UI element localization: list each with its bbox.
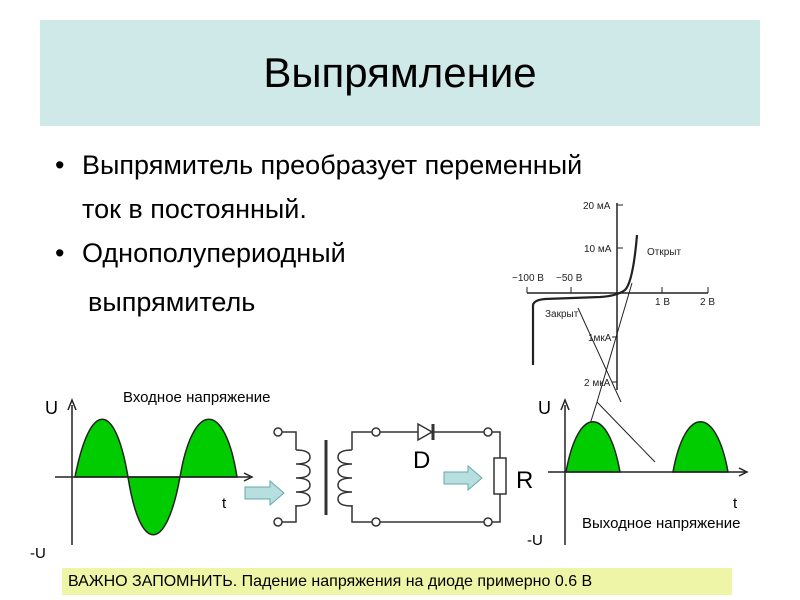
iv-label-2mka: 2 мкА <box>584 378 611 389</box>
bullet-item: Выпрямитель преобразует переменный ток в … <box>55 143 582 231</box>
bullet-text: ток в постоянный. <box>82 194 307 224</box>
iv-label-20ma: 20 мА <box>583 201 611 212</box>
input-neg-u-label: -U <box>30 545 46 562</box>
input-waveform: U t -U Входное напряжение <box>30 389 271 562</box>
input-t-label: t <box>222 495 227 512</box>
arrow-right-icon <box>243 472 254 482</box>
iv-label-1v: 1 В <box>655 297 670 308</box>
iv-label-neg100v: −100 В <box>512 273 544 284</box>
arrow-up-icon <box>560 397 570 411</box>
iv-curve <box>531 234 639 365</box>
output-waveform: U t -U Выходное напряжение <box>527 397 749 549</box>
resistor-label: R <box>516 467 533 494</box>
block-arrow-icon <box>443 464 483 492</box>
output-neg-u-label: -U <box>527 532 543 549</box>
output-hump <box>672 421 729 473</box>
iv-open-label: Открыт <box>647 247 681 258</box>
bullet-text: Однополупериодный <box>82 238 346 268</box>
arrow-up-icon <box>67 397 77 411</box>
important-note: ВАЖНО ЗАПОМНИТЬ. Падение напряжения на д… <box>62 568 732 595</box>
bullet-continuation: выпрямитель <box>88 287 256 317</box>
input-u-label: U <box>45 398 58 418</box>
bullet-text: Выпрямитель преобразует переменный <box>82 150 583 180</box>
iv-label-1mka: 1мкА <box>588 333 612 344</box>
iv-closed-label: Закрыт <box>545 309 579 320</box>
title-band: Выпрямление <box>40 20 760 126</box>
input-caption: Входное напряжение <box>123 389 271 406</box>
diode-iv-chart: 20 мА 10 мА 1мкА 2 мкА −100 В −50 В 1 В … <box>512 201 715 463</box>
rectifier-circuit: D R <box>273 422 533 527</box>
output-u-label: U <box>538 398 551 418</box>
secondary-coil <box>337 449 353 507</box>
slide-title: Выпрямление <box>263 49 537 96</box>
output-hump <box>565 421 621 473</box>
output-caption: Выходное напряжение <box>582 515 740 532</box>
output-t-label: t <box>733 495 738 512</box>
block-arrow-icon <box>244 479 285 507</box>
iv-label-10ma: 10 мА <box>584 244 612 255</box>
bullet-list: Выпрямитель преобразует переменный ток в … <box>55 143 582 275</box>
diode-label: D <box>413 447 430 474</box>
arrow-right-icon <box>738 467 749 477</box>
bullet-item: Однополупериодный <box>55 231 582 275</box>
primary-coil <box>295 449 311 507</box>
resistor-symbol <box>493 457 507 495</box>
iv-label-2v: 2 В <box>700 297 715 308</box>
iv-label-neg50v: −50 В <box>556 273 583 284</box>
diode-symbol <box>417 422 434 442</box>
